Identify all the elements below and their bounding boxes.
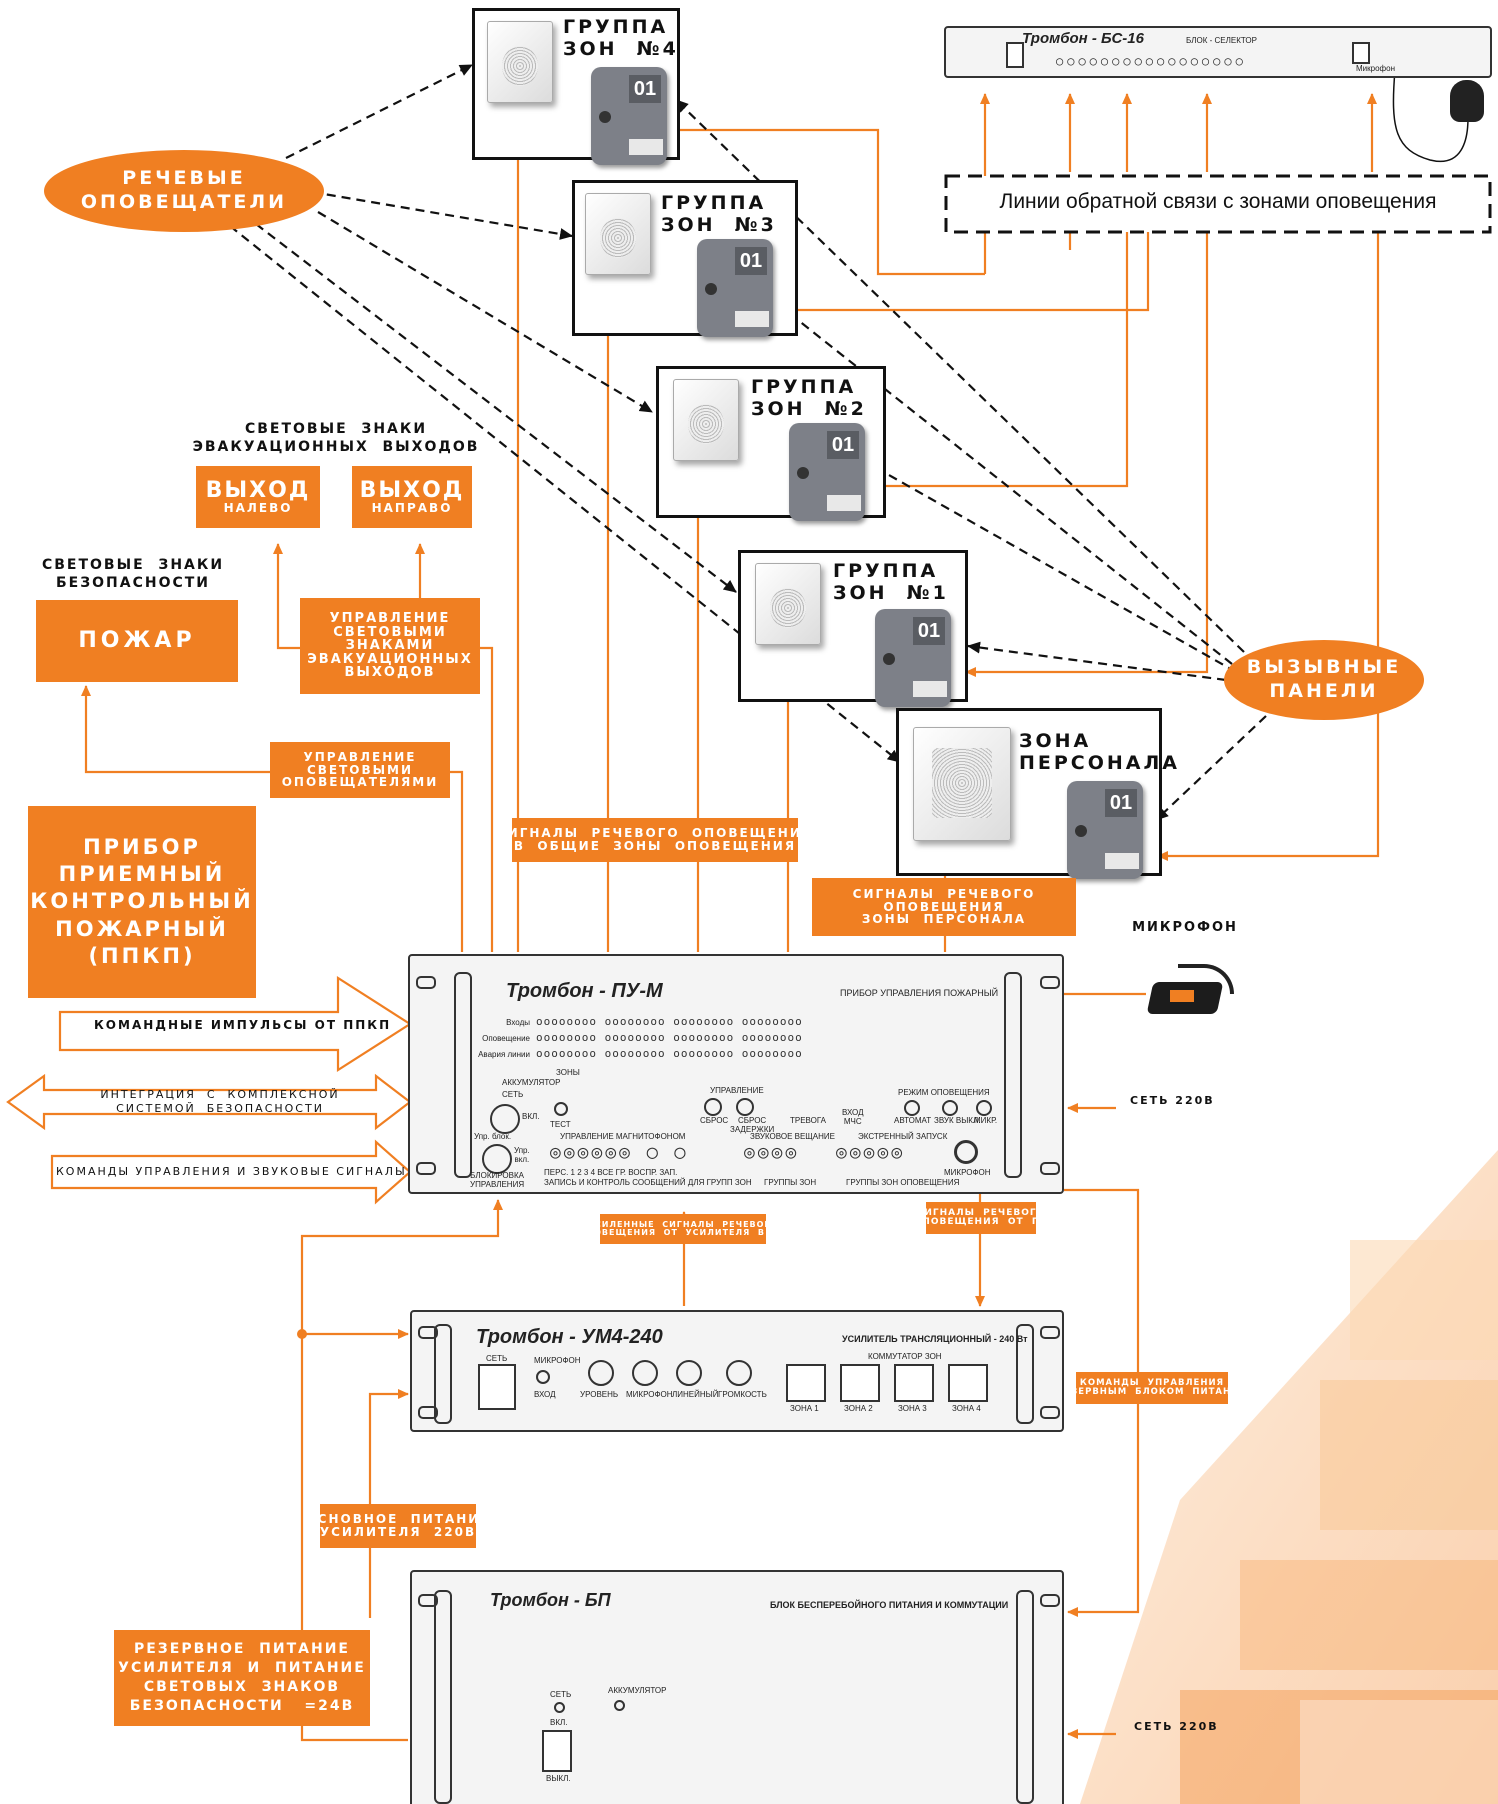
zone-group-1: ГРУППА ЗОН №1 01 bbox=[738, 550, 968, 707]
pum-sound-off-button[interactable] bbox=[942, 1100, 958, 1116]
bs16-brand: Тромбон - БС-16 bbox=[1022, 30, 1144, 47]
um4-zone4-switch[interactable] bbox=[948, 1364, 988, 1402]
exit-right-sign: ВЫХОД НАПРАВО bbox=[352, 466, 472, 528]
ppkp-box: ПРИБОР ПРИЕМНЫЙ КОНТРОЛЬНЫЙ ПОЖАРНЫЙ (ПП… bbox=[28, 806, 256, 998]
um4-volume-knob[interactable] bbox=[726, 1360, 752, 1386]
zone-group-1-title: ГРУППА ЗОН №1 bbox=[833, 560, 949, 604]
um4-mic-knob[interactable] bbox=[632, 1360, 658, 1386]
speaker-icon bbox=[673, 379, 739, 461]
call-panel-icon: 01 bbox=[697, 239, 773, 337]
um4-amplifier: Тромбон - УМ4-240 УСИЛИТЕЛЬ ТРАНСЛЯЦИОНН… bbox=[410, 1310, 1064, 1432]
zone-group-2-title: ГРУППА ЗОН №2 bbox=[751, 376, 867, 420]
bp-brand: Тромбон - БП bbox=[490, 1590, 611, 1610]
ctrl-evac-signs-label: УПРАВЛЕНИЕ СВЕТОВЫМИ ЗНАКАМИ ЭВАКУАЦИОНН… bbox=[300, 598, 480, 694]
um4-zone1-switch[interactable] bbox=[786, 1364, 826, 1402]
speaker-icon bbox=[487, 21, 553, 103]
mains-220-label-1: СЕТЬ 220В bbox=[1130, 1094, 1215, 1107]
microphone-label: МИКРОФОН bbox=[1132, 920, 1238, 935]
pum-auto-button[interactable] bbox=[904, 1100, 920, 1116]
exit-left-sign: ВЫХОД НАЛЕВО bbox=[196, 466, 320, 528]
bs16-power-switch[interactable] bbox=[1006, 42, 1024, 68]
bs16-mic-label: Микрофон bbox=[1356, 64, 1395, 73]
evac-signs-heading: СВЕТОВЫЕ ЗНАКИ ЭВАКУАЦИОННЫХ ВЫХОДОВ bbox=[192, 421, 480, 456]
mains-220-label-2: СЕТЬ 220В bbox=[1134, 1720, 1219, 1733]
pum-mic-jack[interactable] bbox=[954, 1140, 978, 1164]
call-panel-icon: 01 bbox=[789, 423, 865, 521]
call-panel-icon: 01 bbox=[1067, 781, 1143, 879]
speaker-icon bbox=[585, 193, 651, 275]
zone-group-4-title: ГРУППА ЗОН №4 bbox=[563, 16, 679, 60]
amp-to-pu-label: УСИЛЕННЫЕ СИГНАЛЫ РЕЧЕВОГО ОПОВЕЩЕНИЯ ОТ… bbox=[579, 1214, 786, 1244]
speaker-icon bbox=[913, 727, 1011, 841]
pu-signals-label: СИГНАЛЫ РЕЧЕВОГО ОПОВЕЩЕНИЯ ОТ ПУ bbox=[914, 1202, 1047, 1234]
safety-signs-heading: СВЕТОВЫЕ ЗНАКИ БЕЗОПАСНОСТИ bbox=[41, 557, 225, 592]
zone-group-3-title: ГРУППА ЗОН №3 bbox=[661, 192, 777, 236]
main-power-label: ОСНОВНОЕ ПИТАНИЕ УСИЛИТЕЛЯ 220В bbox=[305, 1504, 489, 1548]
cmd-go-label: КОМАНДЫ УПРАВЛЕНИЯ И ЗВУКОВЫЕ СИГНАЛЫ ГО bbox=[56, 1165, 432, 1178]
pum-control-panel: Тромбон - ПУ-М ПРИБОР УПРАВЛЕНИЯ ПОЖАРНЫ… bbox=[408, 954, 1064, 1194]
speech-staff-label: СИГНАЛЫ РЕЧЕВОГО ОПОВЕЩЕНИЯ ЗОНЫ ПЕРСОНА… bbox=[812, 878, 1076, 936]
bp-power-unit: Тромбон - БП БЛОК БЕСПЕРЕБОЙНОГО ПИТАНИЯ… bbox=[410, 1570, 1064, 1804]
um4-brand: Тромбон - УМ4-240 bbox=[476, 1326, 663, 1348]
desk-microphone-icon bbox=[1146, 960, 1236, 1016]
bs16-subtitle: БЛОК - СЕЛЕКТОР bbox=[1186, 36, 1257, 45]
pum-mic-button[interactable] bbox=[976, 1100, 992, 1116]
pum-lock-key[interactable] bbox=[482, 1144, 512, 1174]
pum-brand: Тромбон - ПУ-М bbox=[506, 980, 663, 1002]
um4-line-knob[interactable] bbox=[676, 1360, 702, 1386]
bp-mains-led bbox=[554, 1702, 565, 1713]
um4-zone2-switch[interactable] bbox=[840, 1364, 880, 1402]
reserve-power-label: РЕЗЕРВНОЕ ПИТАНИЕ УСИЛИТЕЛЯ И ПИТАНИЕ СВ… bbox=[114, 1630, 370, 1726]
zone-staff-title: ЗОНА ПЕРСОНАЛА bbox=[1019, 730, 1180, 774]
integration-label: ИНТЕГРАЦИЯ С КОМПЛЕКСНОЙ СИСТЕМОЙ БЕЗОПА… bbox=[100, 1088, 340, 1115]
call-panels-oval: ВЫЗЫВНЫЕ ПАНЕЛИ bbox=[1224, 640, 1424, 720]
pum-emergency-buttons[interactable]: ◎◎◎◎◎ bbox=[836, 1142, 906, 1163]
speech-notifiers-oval: РЕЧЕВЫЕ ОПОВЕЩАТЕЛИ bbox=[44, 150, 324, 232]
zone-group-4: ГРУППА ЗОН №4 01 bbox=[472, 8, 680, 165]
call-panel-icon: 01 bbox=[875, 609, 951, 707]
bp-subtitle: БЛОК БЕСПЕРЕБОЙНОГО ПИТАНИЯ И КОММУТАЦИИ bbox=[770, 1600, 1009, 1610]
speaker-icon bbox=[755, 563, 821, 645]
cmd-ppkp-label: КОМАНДНЫЕ ИМПУЛЬСЫ ОТ ППКП bbox=[94, 1018, 392, 1032]
bs16-mic-jack[interactable] bbox=[1352, 42, 1370, 64]
um4-power-switch[interactable] bbox=[478, 1364, 516, 1410]
bp-battery-led bbox=[614, 1700, 625, 1711]
um4-zone3-switch[interactable] bbox=[894, 1364, 934, 1402]
pum-recorder-buttons[interactable]: ◎◎◎◎◎◎ ◯ ◯ bbox=[550, 1142, 689, 1163]
pum-reset-button[interactable] bbox=[704, 1098, 722, 1116]
fire-sign: ПОЖАР bbox=[36, 600, 238, 682]
pum-test-button[interactable] bbox=[554, 1102, 568, 1116]
zone-group-3: ГРУППА ЗОН №3 01 bbox=[572, 180, 798, 337]
pum-reset-delay-button[interactable] bbox=[736, 1098, 754, 1116]
handheld-mic-icon bbox=[1450, 80, 1484, 122]
pum-broadcast-buttons[interactable]: ◎◎◎◎ bbox=[744, 1142, 800, 1163]
reserve-cmd-label: КОМАНДЫ УПРАВЛЕНИЯ РЕЗЕРВНЫМ БЛОКОМ ПИТА… bbox=[1057, 1372, 1246, 1404]
speech-general-label: СИГНАЛЫ РЕЧЕВОГО ОПОВЕЩЕНИЯ В ОБЩИЕ ЗОНЫ… bbox=[497, 818, 811, 862]
pum-key-switch[interactable] bbox=[490, 1104, 520, 1134]
feedback-lines-label: Линии обратной связи с зонами оповещения bbox=[999, 190, 1437, 213]
call-panel-icon: 01 bbox=[591, 67, 667, 165]
um4-input-jack[interactable] bbox=[536, 1370, 550, 1384]
bs16-selector: Тромбон - БС-16 БЛОК - СЕЛЕКТОР ○○○○○○○○… bbox=[944, 26, 1492, 78]
zone-staff: ЗОНА ПЕРСОНАЛА 01 bbox=[896, 708, 1177, 879]
um4-subtitle: УСИЛИТЕЛЬ ТРАНСЛЯЦИОННЫЙ - 240 Вт bbox=[842, 1334, 1028, 1344]
ctrl-light-label: УПРАВЛЕНИЕ СВЕТОВЫМИ ОПОВЕЩАТЕЛЯМИ bbox=[270, 742, 450, 798]
um4-level-knob[interactable] bbox=[588, 1360, 614, 1386]
zone-group-2: ГРУППА ЗОН №2 01 bbox=[656, 366, 886, 521]
bs16-led-row: ○○○○○○○○○○○○○○○○○ bbox=[1056, 54, 1247, 68]
bp-power-switch[interactable] bbox=[542, 1730, 572, 1772]
pum-subtitle: ПРИБОР УПРАВЛЕНИЯ ПОЖАРНЫЙ bbox=[840, 988, 999, 998]
